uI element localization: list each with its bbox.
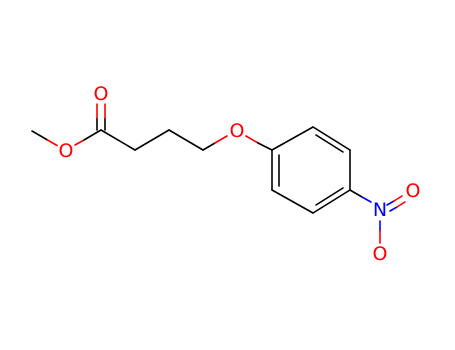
bond-chain-3 xyxy=(168,129,204,151)
carbonyl-oxygen-label: O xyxy=(94,83,109,105)
bond-ether-oxygen-ring xyxy=(245,135,273,151)
bond-ring-nitrogen xyxy=(349,189,372,203)
ester-oxygen-label: O xyxy=(59,140,74,162)
bond-carbonyl-double xyxy=(96,103,106,131)
bond-chain-2 xyxy=(134,129,170,151)
ether-oxygen-label: O xyxy=(230,120,245,142)
bond-oxygen-carbonyl-carbon xyxy=(74,129,102,146)
bond-chain-ether-oxygen xyxy=(202,135,228,151)
nitro-oxygen-right-label: O xyxy=(406,180,421,202)
bond-nitrogen-oxygen-right xyxy=(386,195,406,212)
nitro-nitrogen-label: N xyxy=(373,199,387,221)
bond-chain-1 xyxy=(100,129,136,151)
nitro-oxygen-bottom-label: O xyxy=(373,243,388,265)
bond-methyl-oxygen xyxy=(31,130,58,147)
benzene-ring xyxy=(271,126,351,214)
